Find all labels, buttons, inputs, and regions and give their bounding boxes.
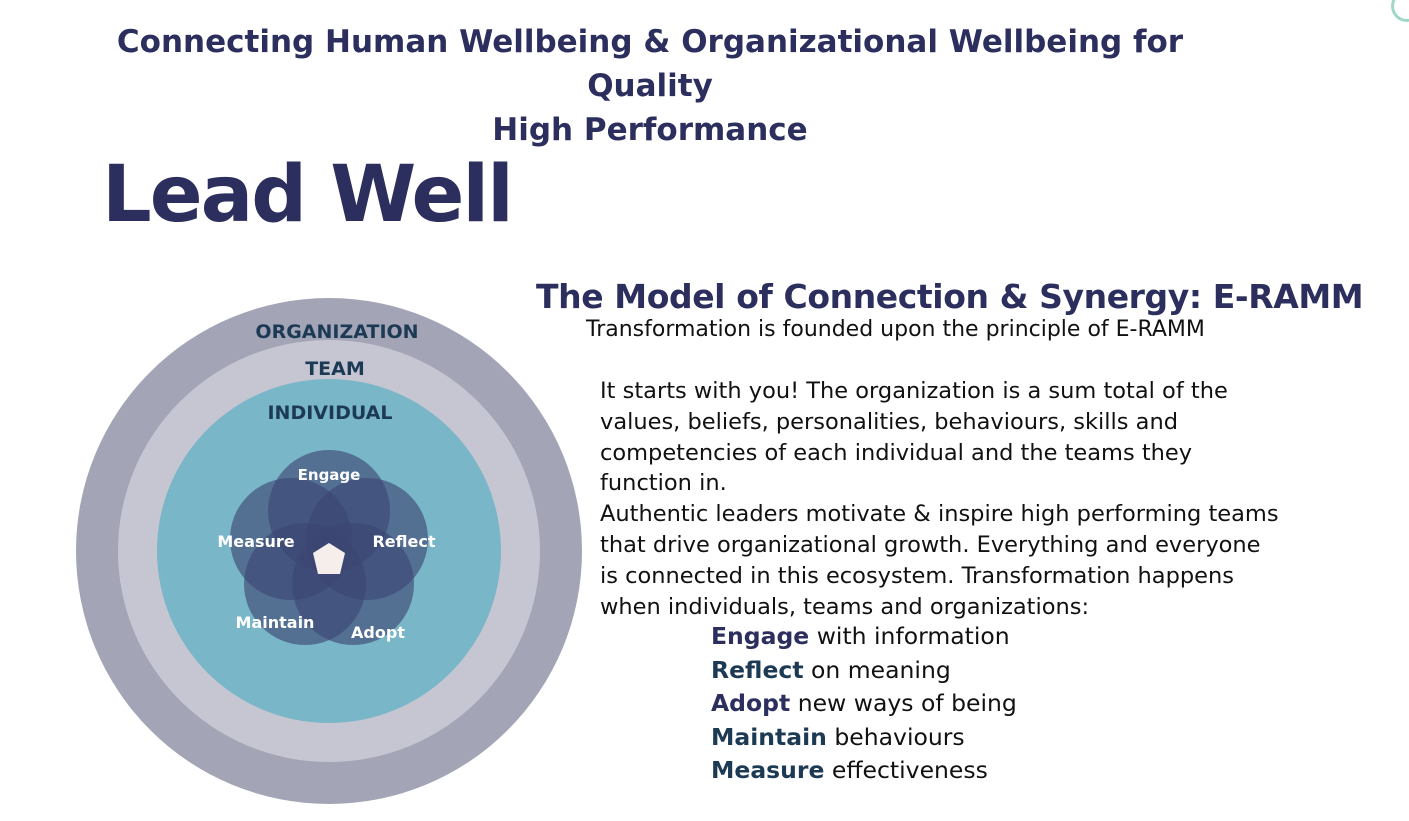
paragraph-it-starts-with-you: It starts with you! The organization is … — [600, 378, 1228, 497]
corner-accent-shape — [1391, 0, 1409, 22]
step-adopt: Adopt new ways of being — [711, 687, 1017, 721]
step-text: with information — [809, 622, 1010, 650]
step-engage: Engage with information — [711, 620, 1017, 654]
step-keyword: Maintain — [711, 722, 827, 751]
petal-label-measure: Measure — [217, 532, 294, 551]
model-description: It starts with you! The organization is … — [600, 376, 1280, 622]
petal-label-adopt: Adopt — [351, 623, 405, 642]
individual-label: INDIVIDUAL — [267, 402, 392, 424]
petal-label-engage: Engage — [298, 466, 361, 484]
eramm-diagram: ORGANIZATION TEAM INDIVIDUAL Engage Refl… — [60, 290, 600, 810]
team-label: TEAM — [305, 358, 365, 380]
organization-label: ORGANIZATION — [255, 321, 418, 343]
petal-label-reflect: Reflect — [372, 532, 435, 551]
eramm-steps-list: Engage with information Reflect on meani… — [711, 620, 1017, 788]
step-maintain: Maintain behaviours — [711, 721, 1017, 755]
center-pentagon — [313, 543, 345, 574]
model-subtitle: Transformation is founded upon the princ… — [586, 317, 1205, 342]
tagline: Connecting Human Wellbeing & Organizatio… — [60, 20, 1240, 152]
step-keyword: Engage — [711, 622, 810, 650]
eramm-diagram-svg: ORGANIZATION TEAM INDIVIDUAL Engage Refl… — [76, 298, 582, 804]
petal-label-maintain: Maintain — [236, 613, 315, 632]
step-text: on meaning — [803, 655, 951, 684]
model-title: The Model of Connection & Synergy: E-RAM… — [536, 277, 1364, 316]
step-text: effectiveness — [824, 756, 988, 784]
step-keyword: Measure — [711, 756, 825, 784]
paragraph-authentic-leaders: Authentic leaders motivate & inspire hig… — [600, 501, 1279, 620]
page-title: Lead Well — [102, 150, 514, 240]
step-reflect: Reflect on meaning — [711, 654, 1017, 688]
step-keyword: Reflect — [711, 655, 804, 684]
step-text: behaviours — [826, 722, 965, 751]
tagline-line-1: Connecting Human Wellbeing & Organizatio… — [116, 24, 1184, 104]
step-measure: Measure effectiveness — [711, 754, 1017, 788]
tagline-line-2: High Performance — [492, 112, 808, 148]
step-keyword: Adopt — [711, 689, 791, 717]
step-text: new ways of being — [790, 689, 1017, 717]
